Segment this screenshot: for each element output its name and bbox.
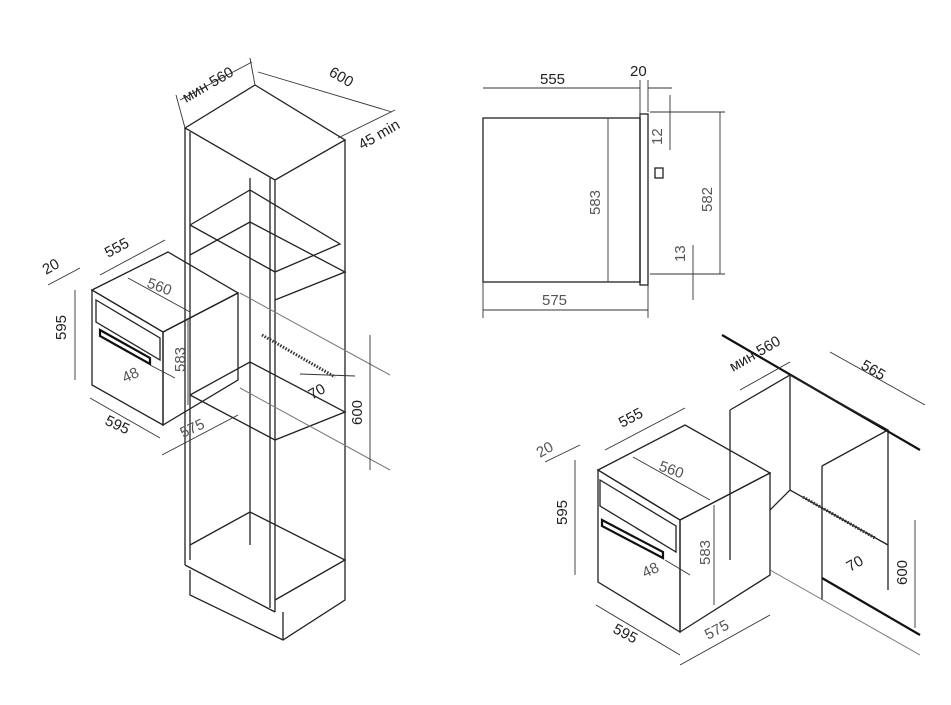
label-panel: 20 bbox=[630, 63, 647, 80]
label-body-height: 583 bbox=[172, 347, 189, 372]
label-depth: 600 bbox=[326, 64, 356, 91]
label-height: 595 bbox=[554, 500, 571, 525]
label-min-width: мин 560 bbox=[180, 64, 237, 107]
label-body-height: 583 bbox=[697, 540, 714, 565]
label-top-gap: 12 bbox=[649, 128, 666, 145]
label-width-inner: 560 bbox=[657, 458, 686, 483]
side-view: 555 20 583 582 12 13 575 bbox=[482, 63, 725, 318]
label-height: 583 bbox=[587, 190, 604, 215]
label-niche-height: 600 bbox=[349, 400, 366, 425]
label-width: 595 bbox=[610, 621, 640, 648]
label-total-depth: 575 bbox=[542, 292, 567, 309]
label-body-depth: 575 bbox=[702, 617, 732, 644]
label-bottom-gap: 13 bbox=[672, 245, 689, 262]
label-vent: 70 bbox=[844, 552, 867, 575]
label-vent: 70 bbox=[306, 380, 329, 403]
label-height-front: 582 bbox=[699, 187, 716, 212]
undercounter-niche: мин 560 565 600 70 bbox=[721, 333, 926, 656]
label-height: 595 bbox=[53, 315, 70, 340]
label-depth: 555 bbox=[102, 235, 132, 262]
label-panel: 20 bbox=[40, 255, 63, 278]
label-depth: 555 bbox=[540, 71, 565, 88]
oven-left: 595 595 575 555 20 560 583 48 bbox=[40, 235, 240, 456]
label-depth: 555 bbox=[616, 405, 646, 432]
label-min-width: мин 560 bbox=[727, 333, 784, 376]
label-gap: 45 min bbox=[356, 116, 403, 153]
oven-right: 595 595 575 555 20 560 583 48 bbox=[534, 405, 772, 666]
label-handle: 48 bbox=[120, 364, 142, 386]
label-panel: 20 bbox=[534, 438, 557, 461]
label-width-inner: 560 bbox=[145, 275, 174, 300]
label-niche-height: 600 bbox=[894, 560, 911, 585]
label-body-depth: 575 bbox=[178, 416, 208, 442]
label-depth: 565 bbox=[858, 357, 888, 384]
label-handle: 48 bbox=[640, 559, 662, 581]
tall-cabinet: 600 70 мин 560 600 45 min bbox=[175, 57, 403, 641]
label-width: 595 bbox=[102, 412, 132, 438]
